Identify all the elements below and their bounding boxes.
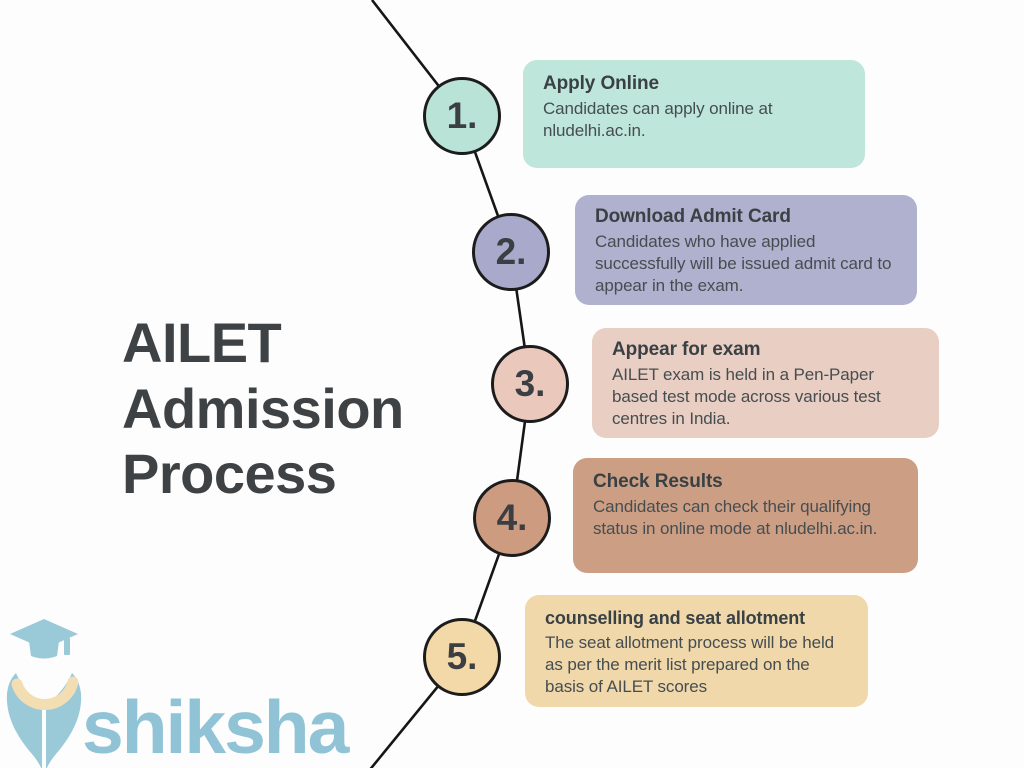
step-2-card: Download Admit Card Candidates who have … (575, 195, 917, 305)
step-3-heading: Appear for exam (612, 339, 761, 360)
step-4-description: Candidates can check their qualifying st… (593, 497, 878, 538)
step-1-description: Candidates can apply online at nludelhi.… (543, 99, 773, 140)
step-1-heading: Apply Online (543, 73, 659, 94)
step-4-heading: Check Results (593, 471, 723, 492)
step-4-card: Check Results Candidates can check their… (573, 458, 918, 573)
step-5-heading: counselling and seat allotment (545, 608, 806, 628)
step-1-card: Apply Online Candidates can apply online… (523, 60, 865, 168)
step-2-description: Candidates who have applied successfully… (595, 232, 892, 295)
step-5-description: The seat allotment process will be held … (545, 633, 835, 696)
step-3-card: Appear for exam AILET exam is held in a … (592, 328, 939, 438)
step-2-number-badge: 2. (472, 213, 550, 291)
step-1-number-badge: 1. (423, 77, 501, 155)
step-5-number-badge: 5. (423, 618, 501, 696)
step-3-number-badge: 3. (491, 345, 569, 423)
step-3-description: AILET exam is held in a Pen-Paper based … (612, 365, 881, 428)
step-2-heading: Download Admit Card (595, 206, 791, 227)
brand-name: shiksha (82, 685, 349, 768)
step-4-number-badge: 4. (473, 479, 551, 557)
page-title: AILET Admission Process (122, 311, 404, 506)
graduation-cap-pen-icon (6, 619, 82, 768)
step-5-card: counselling and seat allotment The seat … (525, 595, 868, 707)
